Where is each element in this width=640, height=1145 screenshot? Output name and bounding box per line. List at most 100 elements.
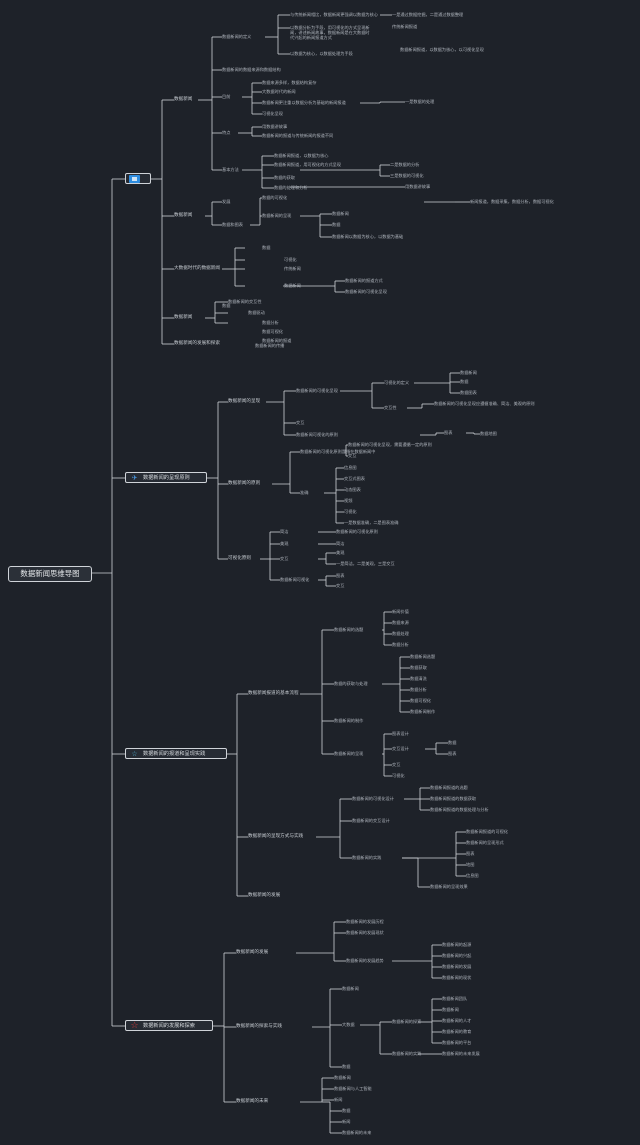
node-label[interactable]: 数据的处理和分析 — [274, 185, 308, 190]
node-label[interactable]: 数据新闻的实践 — [392, 1051, 422, 1056]
branch-node-3[interactable]: ☆数据新闻的报道和呈现实践 — [125, 748, 227, 759]
node-label[interactable]: 数据新闻 — [460, 370, 477, 375]
node-label[interactable]: 数据新闻的制作 — [334, 718, 364, 723]
node-label[interactable]: 数据新闻的可视化呈现 — [345, 289, 387, 294]
node-label[interactable]: 数据新闻的发展和探索 — [174, 341, 220, 346]
node-label[interactable]: 准确 — [300, 490, 309, 495]
node-label[interactable]: 数据新闻选题 — [410, 654, 436, 659]
node-label[interactable]: 大数据时代的新闻 — [262, 89, 296, 94]
node-label[interactable]: 数据新闻的人才 — [442, 1018, 472, 1023]
node-label[interactable]: 数据新闻的原则 — [228, 481, 261, 486]
node-label[interactable]: 图表 — [466, 851, 475, 856]
node-label[interactable]: 图表 — [448, 751, 457, 756]
node-label[interactable]: 数据新闻的呈现 — [228, 399, 261, 404]
node-label[interactable]: 数据新闻报道的基本流程 — [248, 691, 299, 696]
node-label[interactable]: 数据新闻的发展 — [236, 950, 269, 955]
node-label[interactable]: 数据新闻与人工智能 — [334, 1086, 372, 1091]
node-label[interactable]: 数据新闻的未来 — [342, 1130, 372, 1135]
node-label[interactable]: 交互 — [280, 556, 289, 561]
node-label[interactable]: 交互 — [336, 583, 345, 588]
node-label[interactable]: 数据新闻的报道方式 — [345, 278, 383, 283]
node-label[interactable]: 新闻 — [342, 1119, 351, 1124]
node-label[interactable]: 数据新闻的发展历程 — [346, 919, 384, 924]
node-label[interactable]: 数据获取 — [410, 665, 427, 670]
node-label[interactable]: 数据 — [332, 222, 341, 227]
node-label[interactable]: 可视化 — [284, 257, 297, 262]
node-label[interactable]: 数据新闻报道，以数据为核心，以可视化呈现 — [400, 47, 484, 52]
node-label[interactable]: 数据新闻报道的数据获取 — [430, 796, 477, 801]
node-label[interactable]: 用数据讲故事 — [405, 184, 431, 189]
node-label[interactable]: 数据可视化 — [262, 329, 283, 334]
node-label[interactable]: 数据图表 — [460, 390, 477, 395]
node-label[interactable]: 交互 — [392, 762, 401, 767]
node-label[interactable]: 一是数据准确，二是图表准确 — [344, 520, 399, 525]
node-label[interactable]: 动态图表 — [344, 487, 361, 492]
node-label[interactable]: 数据处理 — [392, 631, 409, 636]
node-label[interactable]: 数据新闻的发展 — [442, 964, 472, 969]
node-label[interactable]: 数据新闻的教育 — [442, 1029, 472, 1034]
node-label[interactable]: 目前 — [222, 94, 231, 99]
node-label[interactable]: 数据新闻的选题 — [334, 627, 364, 632]
node-label[interactable]: 数据清洗 — [410, 676, 427, 681]
node-label[interactable]: 数据新闻 — [174, 213, 193, 218]
node-label[interactable]: 数据新闻的呈现形式 — [466, 840, 504, 845]
node-label[interactable]: 数据新闻的可视化原则是指在数据新闻中 — [300, 449, 376, 454]
node-label[interactable]: 数据和图表 — [222, 222, 243, 227]
node-label[interactable]: 数据新闻报道，以数据为核心 — [274, 153, 329, 158]
node-label[interactable]: 数据新闻 — [174, 315, 193, 320]
node-label[interactable]: 可视化呈现 — [262, 111, 283, 116]
node-label[interactable]: 交互性 — [384, 405, 397, 410]
node-label[interactable]: 数据新闻的呈现 — [262, 213, 292, 218]
node-label[interactable]: 数据新闻的交互性 — [228, 299, 262, 304]
node-label[interactable]: 数据新闻的呈现效果 — [430, 884, 468, 889]
node-label[interactable]: 数据的获取与处理 — [334, 681, 368, 686]
node-label[interactable]: 数据新闻可视化 — [280, 577, 310, 582]
node-label[interactable]: 一是通过数据挖掘，二是通过数据整理 — [392, 12, 464, 17]
node-label[interactable]: 数据新闻的探索 — [392, 1019, 422, 1024]
node-label[interactable]: 数据新闻 — [284, 283, 301, 288]
node-label[interactable]: 数据新闻的未来 — [236, 1099, 269, 1104]
node-label[interactable]: 大数据 — [342, 1022, 355, 1027]
node-label[interactable]: 可视化 — [392, 773, 405, 778]
node-label[interactable]: 数据的可视化 — [262, 195, 288, 200]
node-label[interactable]: 以数据分析为手段，用可视化的方式呈现新闻，讲述新闻故事，数据新闻是在大数据时代兴… — [290, 25, 370, 40]
node-label[interactable]: 数据分析 — [262, 320, 279, 325]
node-label[interactable]: 交互 — [296, 420, 305, 425]
node-label[interactable]: 数据新闻的数据来源和数据结构 — [222, 67, 281, 72]
node-label[interactable]: 数据新闻的实践 — [352, 855, 382, 860]
branch-node-4[interactable]: ☆数据新闻的发展和探索 — [125, 1020, 213, 1031]
node-label[interactable]: 图表设计 — [392, 731, 409, 736]
node-label[interactable]: 可视化 — [344, 509, 357, 514]
node-label[interactable]: 数据新闻的报道与传统新闻的报道不同 — [262, 133, 334, 138]
node-label[interactable]: 新闻价值 — [392, 609, 409, 614]
branch-node-1[interactable] — [125, 173, 151, 184]
node-label[interactable]: 数据 — [262, 245, 271, 250]
node-label[interactable]: 数据 — [222, 303, 231, 308]
node-label[interactable]: 三是数据的可视化 — [390, 173, 424, 178]
node-label[interactable]: 数据来源 — [392, 620, 409, 625]
node-label[interactable]: 数据新闻 — [332, 211, 349, 216]
node-label[interactable]: 数据新闻的兴起 — [442, 953, 472, 958]
node-label[interactable]: 一是简洁，二是美观，三是交互 — [336, 561, 395, 566]
node-label[interactable]: 一是数据的处理 — [405, 99, 435, 104]
node-label[interactable]: 与传统新闻相比，数据新闻更强调以数据为核心 — [290, 12, 378, 17]
node-label[interactable]: 数据的获取 — [274, 175, 295, 180]
node-label[interactable]: 发展 — [222, 199, 231, 204]
node-label[interactable]: 交互式图表 — [344, 476, 365, 481]
node-label[interactable]: 数据新闻的可视化呈现，需要遵循一定的原则 — [348, 442, 432, 447]
node-label[interactable]: 数据新闻的呈现方式与实践 — [248, 834, 304, 839]
node-label[interactable]: 数据新闻的现状 — [442, 975, 472, 980]
node-label[interactable]: 数据新闻的发展现状 — [346, 930, 384, 935]
node-label[interactable]: 数据新闻的平台 — [442, 1040, 472, 1045]
node-label[interactable]: 数据分析 — [392, 642, 409, 647]
node-label[interactable]: 数据新闻的可视化原则 — [336, 529, 378, 534]
node-label[interactable]: 美观 — [336, 550, 345, 555]
node-label[interactable]: 数据新闻的可视化呈现应遵循准确、简洁、美观的原则 — [434, 401, 535, 406]
node-label[interactable]: 信息图 — [344, 465, 357, 470]
node-label[interactable]: 二是数据的分析 — [390, 162, 420, 167]
node-label[interactable]: 数据驱动 — [248, 310, 265, 315]
node-label[interactable]: 数据新闻制作 — [410, 709, 436, 714]
node-label[interactable]: 数据新闻的定义 — [222, 34, 252, 39]
node-label[interactable]: 视频 — [344, 498, 353, 503]
node-label[interactable]: 数据新闻的传播 — [255, 343, 285, 348]
